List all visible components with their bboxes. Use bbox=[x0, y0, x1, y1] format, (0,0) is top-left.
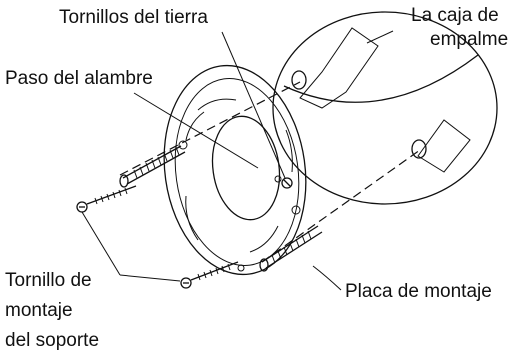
leader-ground-screws bbox=[221, 31, 286, 179]
long-screw-upper bbox=[119, 145, 186, 188]
alignment-line-upper bbox=[119, 81, 301, 176]
plate-inner-rim bbox=[174, 78, 300, 266]
label-junction-box-line1: La caja de bbox=[411, 5, 499, 26]
ground-screw bbox=[274, 175, 293, 189]
leader-bracket-screw-upper bbox=[81, 211, 121, 276]
long-screw-lower bbox=[259, 225, 323, 272]
bracket-screw-lower-shank bbox=[190, 261, 239, 281]
junction-box-ear-bottom-hole bbox=[411, 139, 427, 159]
label-bracket-screw-line3: del soporte bbox=[5, 330, 100, 351]
ground-screw-slot bbox=[283, 179, 291, 187]
junction-box-ear-top bbox=[299, 27, 379, 109]
label-junction-box-line2: empalme bbox=[430, 29, 509, 50]
bracket-screw-upper bbox=[76, 185, 137, 213]
junction-box-ear-bottom bbox=[417, 119, 471, 173]
label-mounting-plate: Placa de montaje bbox=[345, 281, 492, 302]
label-wire-passage: Paso del alambre bbox=[5, 68, 153, 89]
junction-box-depth-line bbox=[283, 54, 479, 103]
bracket-screw-upper-thread bbox=[94, 187, 128, 205]
long-screw-upper-body-edge bbox=[126, 151, 186, 185]
label-ground-screws: Tornillos del tierra bbox=[59, 7, 208, 28]
junction-box-ear-top-hole bbox=[291, 70, 307, 90]
long-screw-lower-tip bbox=[259, 258, 269, 272]
plate-hole-right-lower bbox=[291, 205, 301, 215]
junction-box bbox=[272, 11, 498, 205]
bracket-screw-lower-head bbox=[180, 277, 192, 289]
plate-outer-rim bbox=[163, 64, 307, 276]
plate-hole-left-upper bbox=[178, 140, 188, 150]
leader-bracket-screw-lower bbox=[119, 274, 181, 282]
alignment-line-lower bbox=[261, 149, 421, 263]
ground-screw-washer bbox=[274, 175, 282, 183]
bracket-screw-lower-thread bbox=[197, 263, 231, 281]
plate-center-opening bbox=[211, 115, 281, 221]
junction-box-rim bbox=[272, 11, 498, 205]
plate-slot-5 bbox=[285, 129, 293, 173]
plate-slot-1 bbox=[197, 98, 237, 111]
plate-hole-bottom bbox=[237, 264, 245, 272]
bracket-screw-lower bbox=[180, 261, 239, 289]
long-screw-upper-body bbox=[122, 145, 182, 179]
bracket-screw-upper-shank bbox=[86, 185, 137, 205]
label-bracket-screw-line2: montaje bbox=[5, 300, 73, 321]
long-screw-upper-tip bbox=[119, 174, 129, 188]
plate-slot-4 bbox=[249, 225, 279, 253]
long-screw-lower-body-edge bbox=[265, 231, 323, 269]
leader-mounting-plate bbox=[312, 265, 342, 291]
ground-screw-head bbox=[281, 177, 293, 189]
leader-wire-passage bbox=[133, 92, 259, 169]
long-screw-lower-thread bbox=[271, 230, 312, 264]
long-screw-upper-thread bbox=[133, 146, 180, 179]
plate-slot-2 bbox=[185, 111, 205, 141]
plate-slot-3 bbox=[185, 195, 199, 241]
label-bracket-screw-line1: Tornillo de bbox=[5, 270, 92, 291]
leader-junction-box bbox=[366, 30, 394, 44]
